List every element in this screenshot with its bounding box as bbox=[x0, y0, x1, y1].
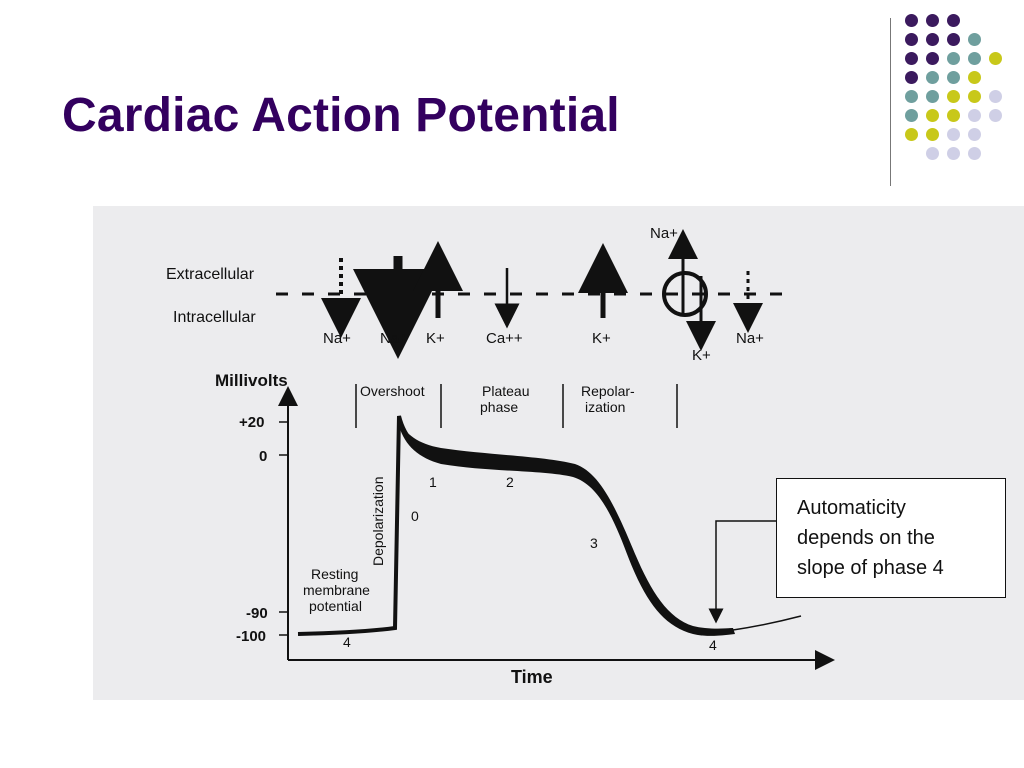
decorative-dot bbox=[989, 109, 1002, 122]
callout-line-3: slope of phase 4 bbox=[797, 557, 944, 579]
action-potential-curve-band bbox=[399, 420, 735, 636]
slide-title: Cardiac Action Potential bbox=[62, 89, 620, 142]
overshoot-label: Overshoot bbox=[360, 383, 425, 399]
plateau-label-line2: phase bbox=[480, 399, 518, 415]
y-tick-label-plus20: +20 bbox=[239, 414, 264, 431]
decorative-dot bbox=[905, 90, 918, 103]
phase-number-4-left: 4 bbox=[343, 634, 351, 650]
decorative-dot-grid bbox=[905, 14, 1010, 164]
action-potential-figure: Extracellular Intracellular Na+ Na+ K+ C… bbox=[93, 206, 1024, 700]
decorative-dot bbox=[926, 128, 939, 141]
decorative-dot bbox=[926, 14, 939, 27]
decorative-dot bbox=[926, 90, 939, 103]
automaticity-callout: Automaticity depends on the slope of pha… bbox=[776, 478, 1006, 598]
y-tick-label-minus100: -100 bbox=[236, 628, 266, 645]
decorative-dot bbox=[926, 52, 939, 65]
decorative-dot bbox=[947, 52, 960, 65]
callout-line-2: depends on the bbox=[797, 527, 935, 549]
decorative-dot bbox=[947, 147, 960, 160]
phase-number-2: 2 bbox=[506, 474, 514, 490]
action-potential-diagram: Extracellular Intracellular Na+ Na+ K+ C… bbox=[166, 225, 835, 687]
decorative-dot bbox=[947, 14, 960, 27]
decorative-dot bbox=[905, 52, 918, 65]
decorative-dot bbox=[968, 33, 981, 46]
decorative-dot bbox=[968, 147, 981, 160]
x-axis-label: Time bbox=[511, 667, 553, 687]
decorative-dot bbox=[947, 109, 960, 122]
phase-number-1: 1 bbox=[429, 474, 437, 490]
ion-label-na-right: Na+ bbox=[736, 330, 764, 347]
decorative-dot bbox=[968, 128, 981, 141]
decorative-dot bbox=[947, 128, 960, 141]
action-potential-curve-outline bbox=[297, 415, 734, 636]
decorative-dot bbox=[905, 14, 918, 27]
ion-label-na-top: Na+ bbox=[650, 225, 678, 242]
decorative-dot bbox=[905, 71, 918, 84]
decorative-dot bbox=[905, 33, 918, 46]
ion-label-k2: K+ bbox=[592, 330, 611, 347]
phase-number-3: 3 bbox=[590, 535, 598, 551]
decorative-dot bbox=[926, 71, 939, 84]
resting-label-line2: membrane bbox=[303, 582, 370, 598]
decorative-dot bbox=[947, 71, 960, 84]
decorative-dot bbox=[926, 147, 939, 160]
y-tick-label-0: 0 bbox=[259, 448, 267, 465]
phase-number-0: 0 bbox=[411, 508, 419, 524]
decorative-dot bbox=[989, 52, 1002, 65]
plateau-label-line1: Plateau bbox=[482, 383, 529, 399]
decorative-dot bbox=[947, 33, 960, 46]
repolarization-label-line2: ization bbox=[585, 399, 625, 415]
decorative-dot bbox=[947, 90, 960, 103]
decorative-dot bbox=[905, 128, 918, 141]
title-divider-line bbox=[890, 18, 891, 186]
ion-label-ca: Ca++ bbox=[486, 330, 523, 347]
callout-pointer-arrow bbox=[708, 520, 776, 624]
resting-label-line1: Resting bbox=[311, 566, 358, 582]
intracellular-label: Intracellular bbox=[173, 309, 256, 326]
decorative-dot bbox=[926, 33, 939, 46]
phase4-slope-line bbox=[732, 615, 802, 631]
extracellular-label: Extracellular bbox=[166, 266, 255, 283]
depolarization-label: Depolarization bbox=[370, 477, 386, 567]
callout-line-1: Automaticity bbox=[797, 497, 906, 519]
ion-label-k1: K+ bbox=[426, 330, 445, 347]
resting-label-line3: potential bbox=[309, 598, 362, 614]
decorative-dot bbox=[926, 109, 939, 122]
repolarization-label-line1: Repolar- bbox=[581, 383, 635, 399]
ion-label-na2: Na+ bbox=[380, 330, 408, 347]
decorative-dot bbox=[968, 90, 981, 103]
ion-label-k-pump: K+ bbox=[692, 347, 711, 364]
decorative-dot bbox=[968, 52, 981, 65]
decorative-dot bbox=[968, 71, 981, 84]
y-axis-label: Millivolts bbox=[215, 371, 288, 390]
decorative-dot bbox=[905, 109, 918, 122]
phase-number-4-right: 4 bbox=[709, 637, 717, 653]
decorative-dot bbox=[968, 109, 981, 122]
ion-label-na1: Na+ bbox=[323, 330, 351, 347]
y-tick-label-minus90: -90 bbox=[246, 605, 268, 622]
decorative-dot bbox=[989, 90, 1002, 103]
na-k-pump-icon bbox=[662, 271, 708, 317]
